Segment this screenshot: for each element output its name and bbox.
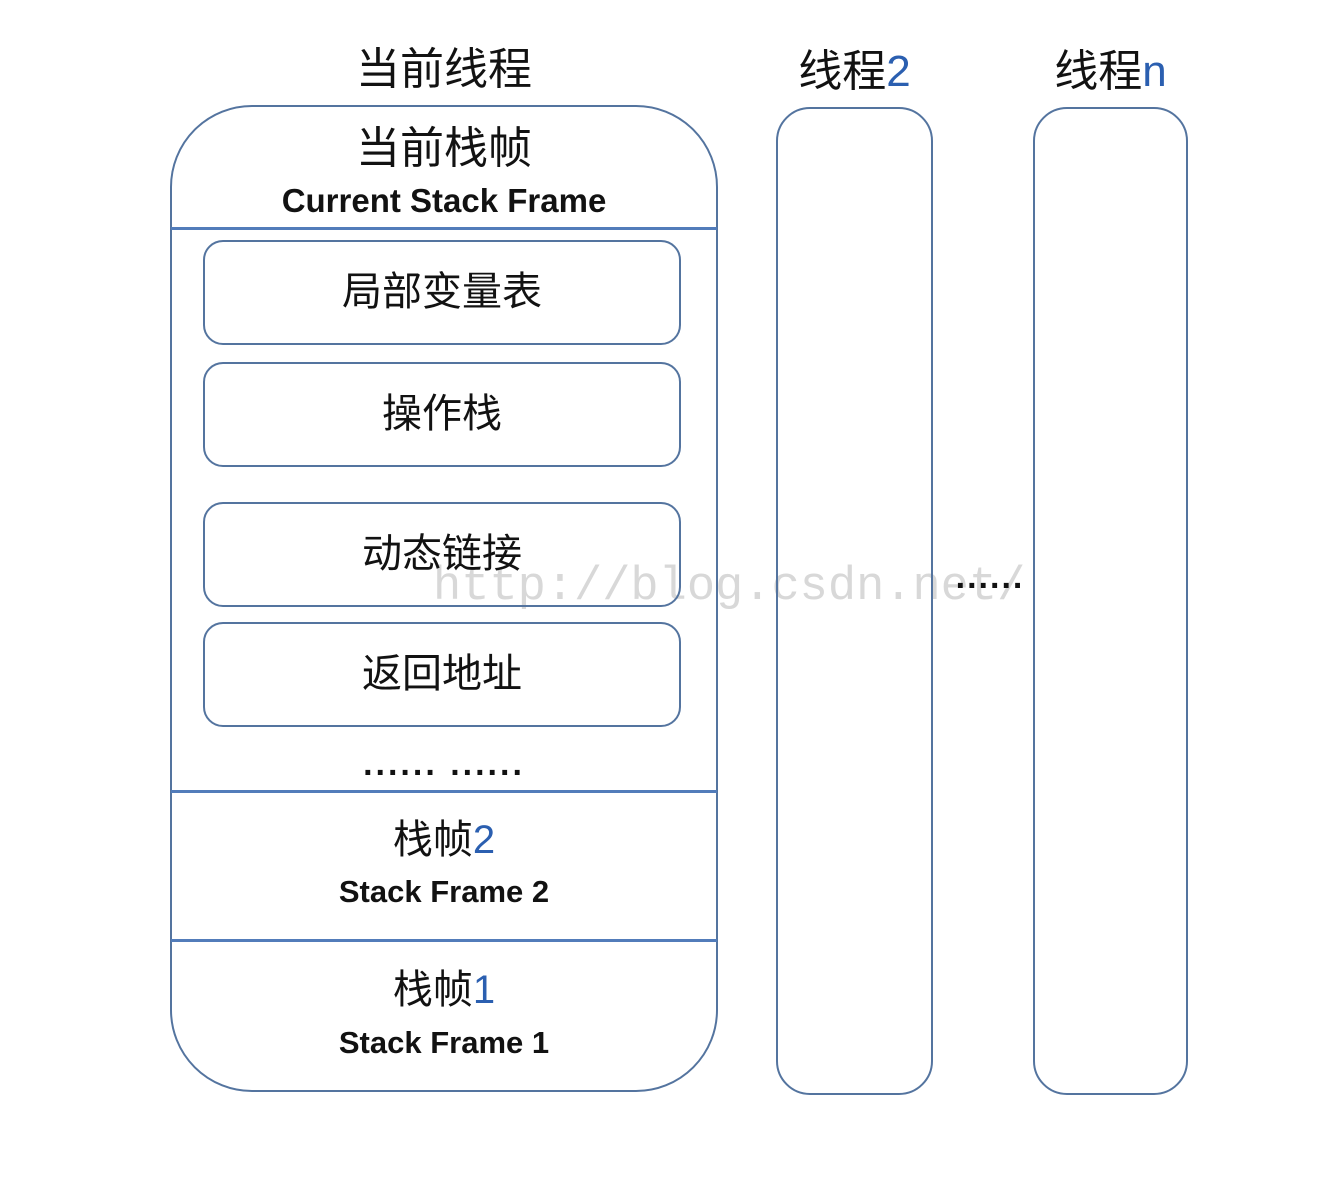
thread-2-title-cn: 线程 xyxy=(798,47,887,96)
thread-n-column xyxy=(1033,107,1188,1095)
frame-part-box-local-variable-table: 局部变量表 xyxy=(203,240,681,345)
stack-frames-ellipsis: ...... ...... xyxy=(363,745,525,783)
frame-part-label: 返回地址 xyxy=(362,652,522,696)
stack-frame-1-cn-text: 栈帧 xyxy=(392,968,473,1012)
divider-current-frame-top xyxy=(171,227,717,230)
thread-n-title-cn: 线程 xyxy=(1054,47,1143,96)
current-frame-header-en: Current Stack Frame xyxy=(281,182,607,219)
frame-part-label: 局部变量表 xyxy=(342,270,542,314)
thread-2-title: 线程2 xyxy=(776,46,933,98)
current-frame-header-cn: 当前栈帧 xyxy=(356,124,532,173)
divider-stack-frame-1-top xyxy=(171,939,717,942)
current-thread-stack: 当前栈帧 Current Stack Frame 局部变量表 操作栈 动态链接 … xyxy=(170,105,718,1092)
current-thread-title: 当前线程 xyxy=(356,45,532,94)
frame-part-box-dynamic-linking: 动态链接 xyxy=(203,502,681,607)
frame-part-label: 动态链接 xyxy=(362,532,522,576)
thread-n-title: 线程n xyxy=(1033,46,1188,98)
divider-stack-frame-2-top xyxy=(171,790,717,793)
thread-2-title-num: 2 xyxy=(886,47,911,96)
stack-frame-2-cn-text: 栈帧 xyxy=(392,818,473,862)
frame-part-box-operand-stack: 操作栈 xyxy=(203,362,681,467)
stack-frame-2-cn-num: 2 xyxy=(472,818,496,862)
threads-ellipsis: ...... xyxy=(955,558,1025,596)
thread-2-column xyxy=(776,107,933,1095)
thread-n-title-num: n xyxy=(1142,47,1167,96)
frame-part-label: 操作栈 xyxy=(382,392,502,436)
stack-frame-1-cn-num: 1 xyxy=(472,968,496,1012)
stack-frame-2-label-cn: 栈帧2 xyxy=(172,816,716,864)
stack-frame-1-label-cn: 栈帧1 xyxy=(172,966,716,1014)
stack-frame-1-label-en: Stack Frame 1 xyxy=(338,1025,550,1060)
stack-frame-2-label-en: Stack Frame 2 xyxy=(338,874,550,909)
frame-part-box-return-address: 返回地址 xyxy=(203,622,681,727)
